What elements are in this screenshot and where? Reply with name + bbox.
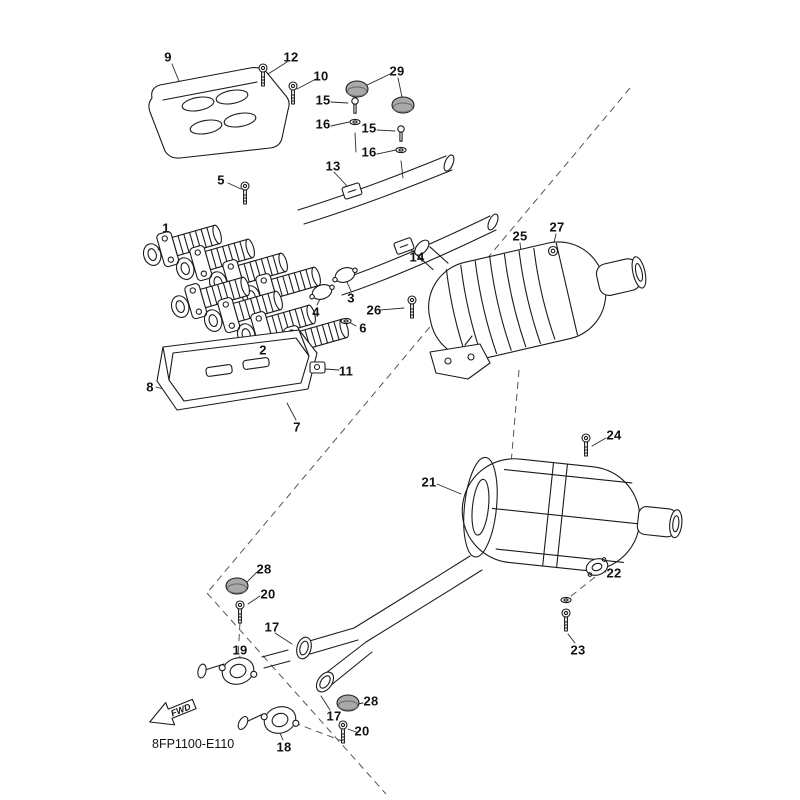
screw-15b (397, 125, 405, 142)
flange-22 (585, 557, 609, 577)
fwd-arrow: FWD (149, 698, 197, 726)
bolt-5 (240, 181, 250, 205)
bolt-23 (561, 608, 571, 632)
pipe-joint-19 (217, 652, 259, 690)
pipe-joint-18 (259, 701, 301, 739)
bolt-26 (407, 295, 417, 319)
rubber-cap-28b (336, 694, 360, 712)
tailpipe-assembly (197, 555, 483, 731)
lower-heat-shield (156, 329, 318, 411)
bolt-10 (288, 81, 298, 105)
nut-27 (547, 245, 559, 257)
clamp-3 (329, 263, 361, 287)
upper-heat-shield (148, 67, 290, 159)
exhaust-pipe-13 (297, 154, 455, 225)
screw-15a (351, 97, 359, 114)
lower-muffler (461, 456, 683, 577)
washer-6 (340, 317, 352, 325)
diagram-code: 8FP1100-E110 (152, 737, 234, 751)
rubber-cap-28a (225, 577, 249, 595)
dashed-divider-lines (206, 87, 631, 795)
rubber-cap-29a (345, 80, 369, 98)
upper-muffler (414, 239, 647, 380)
rubber-cap-29b (391, 96, 415, 114)
washer-16a (349, 118, 361, 126)
fwd-label: FWD (169, 701, 192, 718)
bracket-11 (309, 361, 326, 374)
washer-23 (560, 596, 572, 604)
bolt-20a (235, 600, 245, 624)
washer-16b (395, 146, 407, 154)
bolt-24 (581, 433, 591, 457)
